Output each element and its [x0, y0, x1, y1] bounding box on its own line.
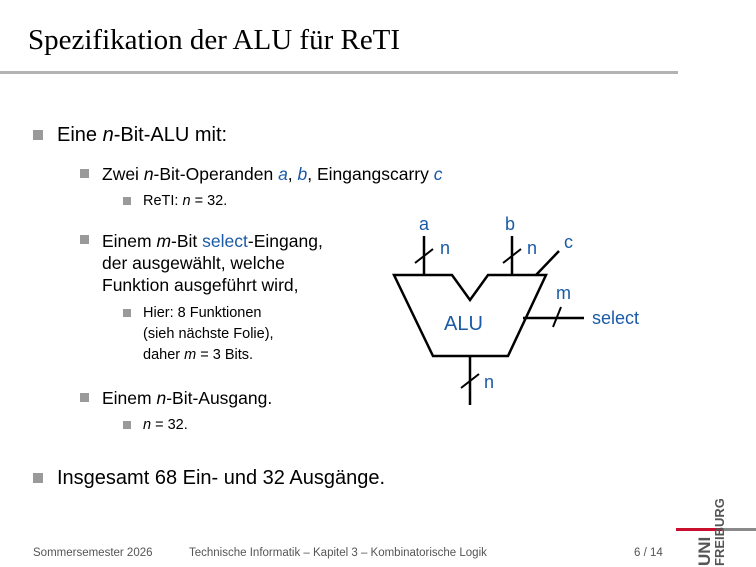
bullet-marker	[33, 473, 43, 483]
alu-label: ALU	[444, 313, 483, 335]
bullet-marker	[80, 235, 89, 244]
bullet-marker	[123, 197, 131, 205]
bullet-text: Eine n-Bit-ALU mit:	[57, 124, 228, 146]
list-item: ReTI: n = 32.	[123, 191, 227, 212]
university-logo: UNI FREIBURG	[676, 498, 756, 566]
carry-label: c	[564, 232, 573, 252]
list-item: Einem m-Bit select-Eingang, der ausgewäh…	[80, 230, 323, 296]
input-b-width-label: n	[527, 238, 537, 258]
alu-shape	[392, 273, 548, 358]
logo-gray-bar	[722, 528, 756, 531]
bullet-marker	[80, 393, 89, 402]
bullet-text: Einem n-Bit-Ausgang.	[102, 388, 273, 408]
page-title: Spezifikation der ALU für ReTI	[28, 24, 401, 56]
input-a-bus-slash	[414, 248, 434, 264]
title-rule	[0, 71, 678, 74]
bullet-text: Insgesamt 68 Ein- und 32 Ausgänge.	[57, 467, 386, 489]
bullet-text: ReTI: n = 32.	[143, 193, 228, 209]
list-item: Insgesamt 68 Ein- und 32 Ausgänge.	[33, 467, 385, 490]
footer-page-number: 6 / 14	[634, 547, 663, 559]
bullet-marker	[33, 130, 43, 140]
input-b-label: b	[505, 214, 515, 234]
list-item: Einem n-Bit-Ausgang.	[80, 388, 272, 409]
list-item: Zwei n-Bit-Operanden a, b, Eingangscarry…	[80, 164, 442, 185]
list-item: Hier: 8 Funktionen (sieh nächste Folie),…	[123, 303, 274, 366]
bullet-text: Hier: 8 Funktionen (sieh nächste Folie),…	[143, 305, 274, 363]
bullet-marker	[80, 169, 89, 178]
bullet-text: Zwei n-Bit-Operanden a, b, Eingangscarry…	[102, 164, 443, 184]
input-a-width-label: n	[440, 238, 450, 258]
select-label: select	[592, 308, 639, 328]
footer-course: Technische Informatik – Kapitel 3 – Komb…	[189, 547, 487, 559]
footer-semester: Sommersemester 2026	[33, 547, 153, 559]
logo-text-freiburg: FREIBURG	[712, 498, 727, 566]
bullet-marker	[123, 421, 131, 429]
input-a-label: a	[419, 214, 430, 234]
bullet-text: Einem m-Bit select-Eingang, der ausgewäh…	[102, 231, 323, 295]
bullet-text: n = 32.	[143, 417, 188, 433]
carry-wire	[535, 250, 560, 276]
output-width-label: n	[484, 372, 494, 392]
bullet-marker	[123, 309, 131, 317]
logo-text-uni: UNI	[695, 537, 714, 566]
select-bus-slash	[552, 306, 562, 328]
output-bus-slash	[460, 373, 480, 389]
select-width-label: m	[556, 283, 571, 303]
list-item: Eine n-Bit-ALU mit:	[33, 124, 227, 147]
logo-red-bar	[676, 528, 722, 531]
input-b-bus-slash	[502, 248, 522, 264]
list-item: n = 32.	[123, 415, 188, 436]
